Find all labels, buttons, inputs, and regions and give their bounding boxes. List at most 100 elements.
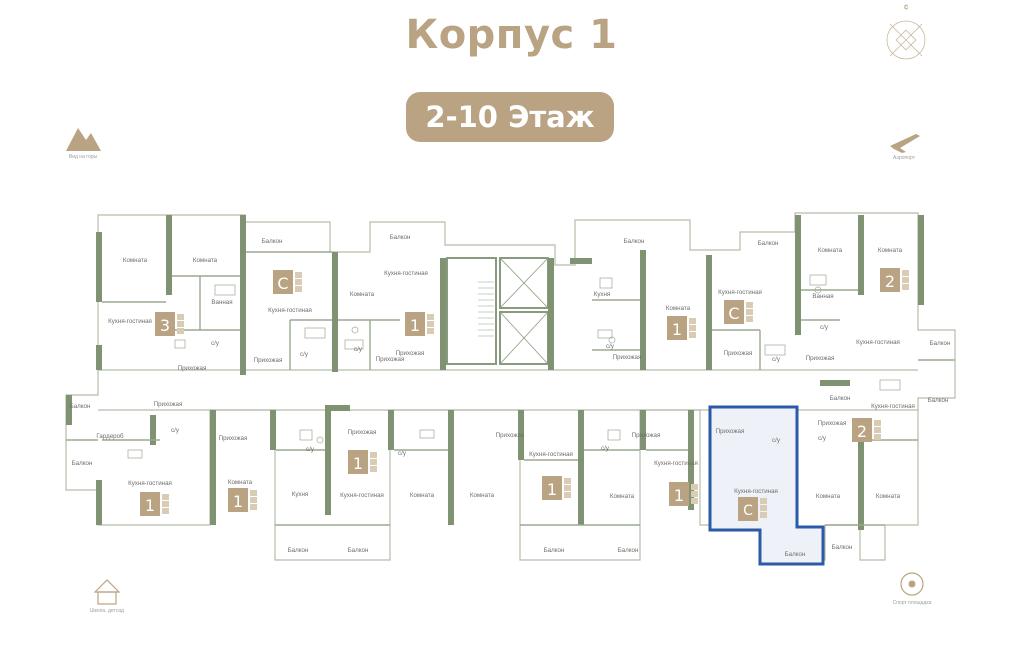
svg-text:Прихожая: Прихожая [178,365,207,372]
svg-text:С: С [904,5,908,11]
svg-text:Балкон: Балкон [928,397,949,404]
svg-text:2: 2 [857,422,867,441]
svg-text:Кухня-гостиная: Кухня-гостиная [856,339,900,346]
svg-text:Кухня: Кухня [292,491,309,498]
svg-text:Кухня-гостиная: Кухня-гостиная [718,289,762,296]
svg-text:Балкон: Балкон [72,460,93,467]
svg-text:Балкон: Балкон [930,340,951,347]
apartment-badge-a8[interactable]: 1 [542,476,571,500]
svg-text:Прихожая: Прихожая [724,350,753,357]
apartment-badge-a2[interactable]: С [273,270,302,294]
svg-text:с/у: с/у [772,356,781,363]
svg-text:Комната: Комната [123,257,148,264]
ball-icon: Спорт площадка [893,572,932,606]
floor-badge: 2-10 Этаж [406,92,614,142]
apartment-badge-a4[interactable]: 1 [667,316,696,340]
apartment-badge-a5[interactable]: С [724,300,753,324]
svg-text:Прихожая: Прихожая [219,435,248,442]
svg-text:С: С [728,304,739,323]
school-icon: Школа, детсад [90,579,124,614]
svg-text:1: 1 [674,486,684,505]
plane-caption: Аэропорт [893,155,916,161]
svg-text:с/у: с/у [398,450,407,457]
apartment-badge-a1[interactable]: 3 [155,312,184,336]
svg-text:с/у: с/у [171,427,180,434]
svg-text:Балкон: Балкон [830,395,851,402]
svg-text:с/у: с/у [211,340,220,347]
svg-text:Комната: Комната [228,479,253,486]
svg-text:Прихожая: Прихожая [818,420,847,427]
svg-text:с/у: с/у [820,324,829,331]
svg-text:С: С [277,274,288,293]
svg-text:Кухня-гостиная: Кухня-гостиная [654,460,698,467]
svg-text:Комната: Комната [816,493,841,500]
svg-text:Прихожая: Прихожая [632,432,661,439]
svg-text:Прихожая: Прихожая [496,432,525,439]
svg-text:Прихожая: Прихожая [348,429,377,436]
page-title: Корпус 1 [405,12,618,58]
svg-text:Комната: Комната [876,493,901,500]
svg-text:Балкон: Балкон [348,547,369,554]
apartment-badge-a10[interactable]: 1 [228,488,257,512]
svg-text:1: 1 [410,316,420,335]
apartment-badge-a3[interactable]: 1 [405,312,434,336]
svg-text:Прихожая: Прихожая [613,354,642,361]
svg-text:с/у: с/у [300,351,309,358]
svg-text:Кухня-гостиная: Кухня-гостиная [384,270,428,277]
svg-text:1: 1 [233,492,243,511]
apartment-badge-a7[interactable]: 1 [348,450,377,474]
sport-caption: Спорт площадка [893,600,932,606]
svg-text:2: 2 [885,272,895,291]
svg-text:Комната: Комната [666,305,691,312]
svg-text:Балкон: Балкон [758,240,779,247]
svg-text:1: 1 [353,454,363,473]
svg-text:Прихожая: Прихожая [806,355,835,362]
svg-text:Балкон: Балкон [624,238,645,245]
svg-text:Комната: Комната [610,493,635,500]
svg-text:Прихожая: Прихожая [376,356,405,363]
svg-text:Кухня-гостиная: Кухня-гостиная [871,403,915,410]
apartment-badge-a13[interactable]: 2 [852,418,881,442]
svg-text:Комната: Комната [878,247,903,254]
svg-text:с/у: с/у [306,446,315,453]
svg-text:Кухня: Кухня [594,291,611,298]
svg-text:Комната: Комната [193,257,218,264]
svg-text:3: 3 [160,316,170,335]
apartment-badge-a11[interactable]: 1 [140,492,169,516]
school-caption: Школа, детсад [90,608,124,614]
svg-text:Кухня-гостиная: Кухня-гостиная [529,451,573,458]
mountains-icon: Вид на горы [66,128,101,160]
svg-text:Балкон: Балкон [262,238,283,245]
svg-text:Гардероб: Гардероб [96,433,124,440]
svg-text:Комната: Комната [470,492,495,499]
selected-balcony-label: Балкон [785,551,806,558]
svg-text:с/у: с/у [606,343,615,350]
svg-text:1: 1 [547,480,557,499]
svg-text:Комната: Комната [350,291,375,298]
svg-text:1: 1 [672,320,682,339]
svg-text:Прихожая: Прихожая [254,357,283,364]
svg-text:Комната: Комната [818,247,843,254]
svg-text:с/у: с/у [818,435,827,442]
selected-living-label: Кухня-гостиная [734,488,778,495]
svg-text:Кухня-гостиная: Кухня-гостиная [108,318,152,325]
svg-text:Кухня-гостиная: Кухня-гостиная [128,480,172,487]
svg-text:Балкон: Балкон [544,547,565,554]
svg-text:Балкон: Балкон [70,403,91,410]
svg-text:с/у: с/у [354,346,363,353]
svg-text:Балкон: Балкон [832,544,853,551]
svg-text:Прихожая: Прихожая [154,401,183,408]
svg-text:Балкон: Балкон [618,547,639,554]
svg-text:Комната: Комната [410,492,435,499]
svg-text:Ванная: Ванная [812,293,833,300]
apartment-badge-a9[interactable]: 1 [669,482,698,506]
svg-text:Кухня-гостиная: Кухня-гостиная [268,307,312,314]
svg-text:с/у: с/у [601,445,610,452]
selected-apartment[interactable]: С Кухня-гостиная Прихожая с/у Балкон [708,405,825,566]
selected-su-label: с/у [772,437,781,444]
apartment-badge-a6[interactable]: 2 [880,268,909,292]
selected-hall-label: Прихожая [716,428,745,435]
svg-text:Балкон: Балкон [390,234,411,241]
svg-text:1: 1 [145,496,155,515]
